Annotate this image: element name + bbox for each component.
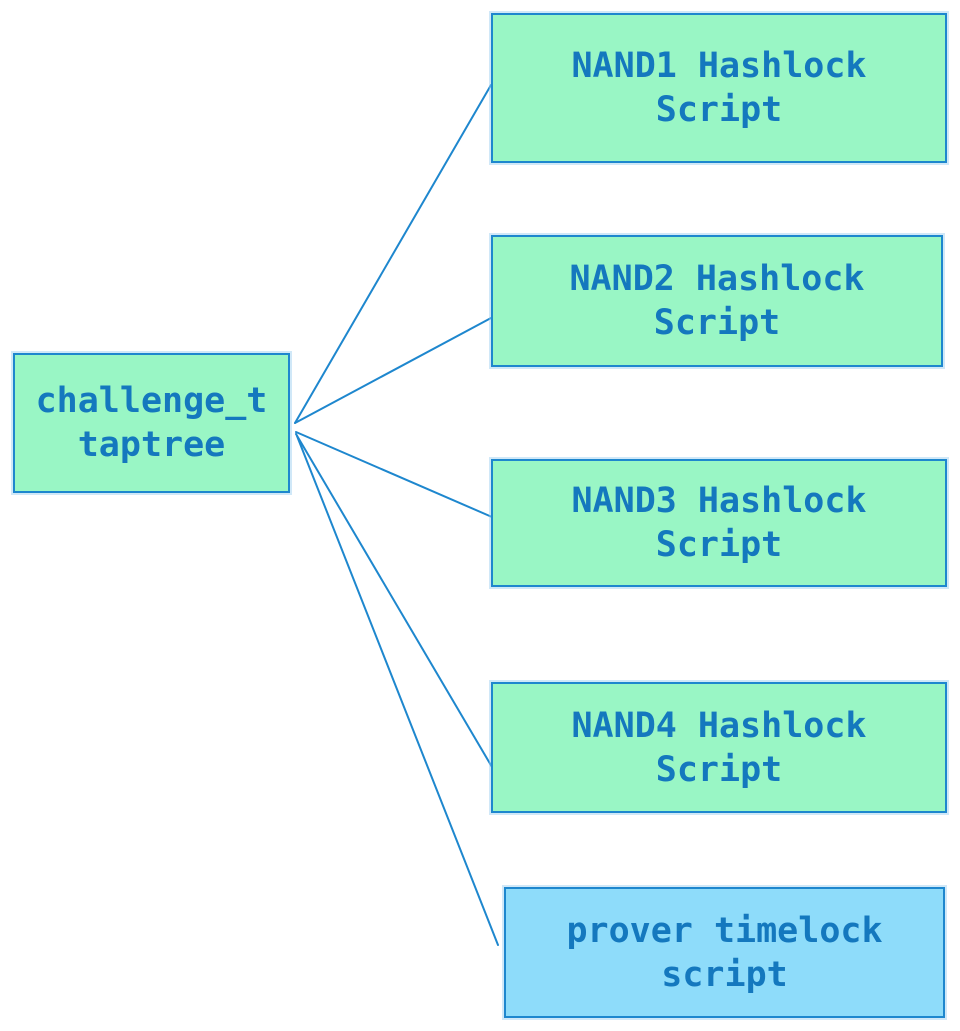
node-nand4-hashlock-script: NAND4 Hashlock Script	[491, 682, 947, 813]
node-label-line: NAND3 Hashlock	[571, 481, 867, 521]
edge-root-to-nand1	[294, 84, 492, 424]
node-prover-timelock-script: prover timelock script	[504, 887, 945, 1018]
node-label-line: script	[661, 954, 788, 995]
node-label-line: NAND2 Hashlock	[569, 259, 865, 299]
node-label-line: taptree	[77, 425, 226, 465]
node-nand3-hashlock-script: NAND3 Hashlock Script	[491, 459, 947, 587]
edge-root-to-prover-timelock	[296, 435, 499, 946]
edge-root-to-nand4	[295, 433, 493, 768]
node-label-line: Script	[655, 525, 783, 565]
node-label-line: NAND4 Hashlock	[571, 705, 867, 746]
node-nand1-hashlock-script: NAND1 Hashlock Script	[491, 13, 947, 163]
edge-root-to-nand2	[294, 317, 492, 424]
node-label-line: Script	[655, 90, 783, 130]
node-label-line: Script	[653, 303, 781, 343]
node-challenge-taptree: challenge_t taptree	[13, 353, 290, 493]
node-nand2-hashlock-script: NAND2 Hashlock Script	[491, 235, 943, 367]
node-label-line: Script	[655, 749, 783, 790]
node-label-line: challenge_t	[35, 381, 268, 421]
node-label-line: prover timelock	[566, 910, 883, 951]
node-label-line: NAND1 Hashlock	[571, 46, 867, 86]
edge-root-to-nand3	[295, 431, 493, 518]
